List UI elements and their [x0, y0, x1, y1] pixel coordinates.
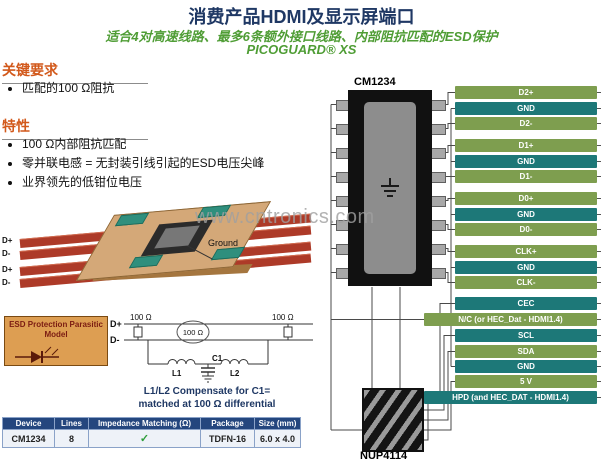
impedance-center-label: 100 Ω [183, 328, 204, 337]
chip-pin [430, 172, 446, 183]
hdmi-line-d1-minus: D1- [455, 170, 601, 183]
hdmi-line-sda: SDA [455, 345, 601, 358]
hdmi-line-gnd: GND [455, 261, 601, 274]
hdmi-line-d2-plus: D2+ [455, 86, 601, 99]
esd-parasitic-model-box: ESD Protection Parasitic Model [4, 316, 108, 366]
ground-label: Ground [208, 238, 239, 248]
hdmi-line-gnd: GND [455, 208, 601, 221]
cell-package: TDFN-16 [200, 429, 255, 449]
hdmi-line-5v: 5 V [455, 375, 601, 388]
hdmi-line-d2-minus: D2- [455, 117, 601, 130]
chip-pin [430, 220, 446, 231]
key-requirements-heading: 关键要求 [2, 60, 148, 84]
page-title: 消费产品HDMI及显示屏端口 [188, 7, 415, 27]
trace-label: D+ [2, 236, 13, 245]
subtitle-line2: PICOGUARD® XS [246, 42, 357, 57]
chip-pin [430, 244, 446, 255]
package-3d-diagram: D+ D- D+ D- Ground [0, 196, 330, 310]
hdmi-line-d1-plus: D1+ [455, 139, 601, 152]
subtitle-line1: 适合4对高速线路、最多6条额外接口线路、内部阻抗匹配的ESD保护 [105, 29, 498, 44]
key-requirements-list: 匹配的100 Ω阻抗 [6, 80, 344, 99]
l2-label: L2 [230, 369, 240, 378]
chip-pin [430, 268, 446, 279]
cell-device: CM1234 [2, 429, 55, 449]
list-item: 100 Ω内部阻抗匹配 [22, 136, 344, 152]
l1-label: L1 [172, 369, 182, 378]
col-device: Device [2, 416, 55, 431]
circuit-note: L1/L2 Compensate for C1= matched at 100 … [112, 386, 302, 411]
hdmi-line-clk-plus: CLK+ [455, 245, 601, 258]
cell-impedance-check: ✓ [88, 429, 201, 449]
list-item: 匹配的100 Ω阻抗 [22, 80, 344, 96]
dminus-label: D- [110, 335, 120, 345]
watermark: www.cntronics.com [195, 206, 375, 228]
trace-label: D+ [2, 265, 13, 274]
solder-pad [210, 246, 246, 261]
chip-pin [430, 196, 446, 207]
hdmi-line-nc: N/C (or HEC_Dat - HDMI1.4) [424, 313, 601, 326]
note-line1: L1/L2 Compensate for C1= [143, 386, 271, 397]
c1-label: C1 [212, 354, 223, 363]
features-list: 100 Ω内部阻抗匹配 零并联电感 = 无封装引线引起的ESD电压尖峰 业界领先… [6, 136, 344, 194]
table-row: CM1234 8 ✓ TDFN-16 6.0 x 4.0 [2, 429, 301, 449]
col-package: Package [200, 416, 255, 431]
hdmi-line-scl: SCL [455, 329, 601, 342]
hdmi-line-d0-plus: D0+ [455, 192, 601, 205]
trace-label: D- [2, 278, 11, 287]
features-heading: 特性 [2, 116, 148, 140]
device-table: Device Lines Impedance Matching (Ω) Pack… [2, 416, 301, 449]
col-lines: Lines [54, 416, 89, 431]
chip-pin [430, 148, 446, 159]
matching-circuit-diagram: D+ D- 100 Ω 100 Ω 100 Ω L1 C1 L2 [110, 313, 313, 383]
cm1234-label: CM1234 [354, 76, 396, 88]
hdmi-line-gnd: GND [455, 102, 601, 115]
impedance-left-label: 100 Ω [130, 313, 152, 322]
chip-pin [430, 100, 446, 111]
esd-model-label: ESD Protection Parasitic Model [9, 320, 103, 339]
hdmi-line-clk-minus: CLK- [455, 276, 601, 289]
ground-symbol-icon [381, 178, 399, 197]
diode-icon [15, 346, 59, 363]
nup4114-label: NUP4114 [360, 450, 408, 462]
cm1234-chip [348, 90, 432, 286]
trace-label: D- [2, 249, 11, 258]
col-impedance: Impedance Matching (Ω) [88, 416, 201, 431]
hdmi-line-hpd: HPD (and HEC_DAT - HDMI1.4) [424, 391, 601, 404]
chip-die-pad [364, 102, 416, 274]
chip-pin [430, 124, 446, 135]
nup4114-chip [362, 388, 424, 452]
cell-lines: 8 [54, 429, 89, 449]
col-size: Size (mm) [254, 416, 301, 431]
note-line2: matched at 100 Ω differential [138, 398, 276, 410]
list-item: 业界领先的低钳位电压 [22, 174, 344, 190]
impedance-right-label: 100 Ω [272, 313, 294, 322]
dplus-label: D+ [110, 319, 122, 329]
list-item: 零并联电感 = 无封装引线引起的ESD电压尖峰 [22, 155, 344, 171]
hdmi-line-gnd: GND [455, 360, 601, 373]
hdmi-line-gnd: GND [455, 155, 601, 168]
cell-size: 6.0 x 4.0 [254, 429, 301, 449]
hdmi-line-cec: CEC [455, 297, 601, 310]
table-header-row: Device Lines Impedance Matching (Ω) Pack… [2, 416, 301, 431]
hdmi-line-d0-minus: D0- [455, 223, 601, 236]
